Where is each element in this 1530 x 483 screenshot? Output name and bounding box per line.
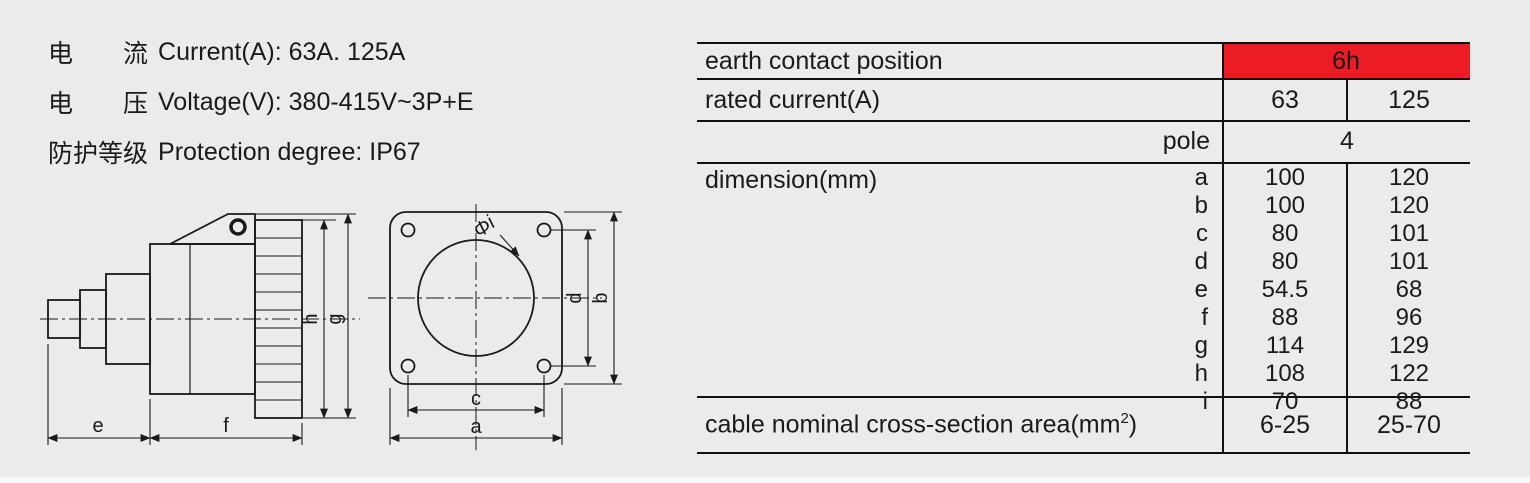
spec-line-protection: 防护等级 Protection degree: IP67: [48, 134, 421, 170]
dimension-key-column: a b c d e f g h i: [697, 164, 1208, 415]
cable-area-63: 6-25: [1259, 410, 1311, 439]
cable-area-label-text: cable nominal cross-section area(mm: [705, 410, 1121, 439]
bottom-edge-strip: [0, 477, 1530, 483]
dim-value: 54.5: [1261, 276, 1309, 303]
spec-line-voltage: 电 压 Voltage(V): 380-415V~3P+E: [48, 84, 474, 120]
front-view-drawing: [368, 204, 622, 450]
dim-value: 108: [1264, 360, 1306, 387]
dim-value: 101: [1388, 220, 1430, 247]
spec-voltage-zh: 电 压: [48, 90, 149, 118]
dim-key: e: [1194, 276, 1208, 303]
spec-table: 6h earth contact position rated current(…: [697, 42, 1470, 454]
dim-label-a: a: [470, 416, 482, 438]
rated-current-125: 125: [1388, 85, 1430, 114]
dim-value: 68: [1395, 276, 1423, 303]
dim-label-e: e: [92, 415, 103, 437]
earth-position-value: 6h: [1332, 46, 1360, 75]
spec-protection-zh: 防护等级: [48, 140, 149, 168]
earth-position-label: earth contact position: [705, 46, 943, 75]
earth-position-cell: 6h: [1222, 44, 1470, 78]
coupling-ring: [254, 219, 303, 419]
dim-value: 122: [1388, 360, 1430, 387]
dim-value: 100: [1264, 192, 1306, 219]
earth-indicator-dot: [229, 218, 247, 236]
pole-label: pole: [1162, 126, 1210, 155]
spec-current-zh: 电 流: [48, 40, 149, 68]
socket-bore: [417, 239, 535, 357]
dim-label-c: c: [471, 388, 481, 410]
cable-area-label-sup: 2: [1120, 410, 1129, 428]
dim-value: 88: [1395, 388, 1423, 415]
dim-value: 88: [1271, 304, 1299, 331]
dim-value: 80: [1271, 248, 1299, 275]
dimension-values-125: 120 120 101 101 68 96 129 122 88: [1348, 164, 1470, 415]
table-rule: [1222, 42, 1224, 454]
pole-value: 4: [1340, 126, 1354, 155]
spec-voltage-en: Voltage(V): 380-415V~3P+E: [158, 87, 474, 116]
mounting-hole: [536, 222, 552, 238]
table-rule: [697, 396, 1470, 398]
table-rule: [697, 120, 1470, 122]
dim-label-phi: Φi: [469, 212, 500, 243]
dim-value: 120: [1388, 192, 1430, 219]
dim-key: i: [1202, 388, 1208, 415]
dim-value: 129: [1388, 332, 1430, 359]
table-rule: [697, 42, 1470, 44]
cable-area-label-close: ): [1128, 410, 1138, 439]
dim-label-d: d: [564, 292, 586, 303]
dim-value: 101: [1388, 248, 1430, 275]
cable-area-125: 25-70: [1377, 410, 1441, 439]
cable-area-label: cable nominal cross-section area(mm2): [705, 398, 1137, 452]
dim-label-h: h: [300, 313, 322, 324]
table-rule: [1346, 78, 1348, 120]
dim-value: 70: [1271, 388, 1299, 415]
ring-ridges: [255, 237, 302, 401]
dim-label-g: g: [324, 313, 346, 324]
dim-key: a: [1194, 164, 1208, 191]
dim-key: d: [1194, 248, 1208, 275]
spec-current-en: Current(A): 63A. 125A: [158, 37, 406, 66]
dim-value: 80: [1271, 220, 1299, 247]
table-rule: [1346, 162, 1348, 452]
dim-key: f: [1201, 304, 1208, 331]
rated-current-label: rated current(A): [705, 85, 881, 114]
dim-value: 120: [1388, 164, 1430, 191]
table-rule: [697, 78, 1470, 80]
phi-leader-arrow: [499, 234, 520, 257]
dim-key: c: [1196, 220, 1208, 247]
spec-line-current: 电 流 Current(A): 63A. 125A: [48, 34, 405, 70]
table-rule: [697, 162, 1470, 164]
mounting-hole: [400, 222, 416, 238]
rated-current-63: 63: [1271, 85, 1299, 114]
mounting-hole: [400, 358, 416, 374]
dimension-label: dimension(mm): [705, 165, 878, 194]
dim-label-f: f: [223, 415, 229, 437]
technical-drawings: e f h g Φi d b c a: [40, 204, 622, 450]
flange-plate: [389, 211, 563, 385]
dim-value: 96: [1395, 304, 1423, 331]
dim-key: b: [1194, 192, 1208, 219]
side-view-drawing: [40, 213, 360, 445]
dim-value: 100: [1264, 164, 1306, 191]
table-rule: [697, 452, 1470, 454]
dim-label-b: b: [590, 292, 612, 303]
dim-value: 114: [1265, 332, 1305, 359]
dim-key: g: [1194, 332, 1208, 359]
dimension-values-63: 100 100 80 80 54.5 88 114 108 70: [1224, 164, 1346, 415]
latch-hood: [169, 213, 256, 245]
mounting-hole: [536, 358, 552, 374]
spec-protection-en: Protection degree: IP67: [158, 137, 421, 166]
dim-key: h: [1194, 360, 1208, 387]
